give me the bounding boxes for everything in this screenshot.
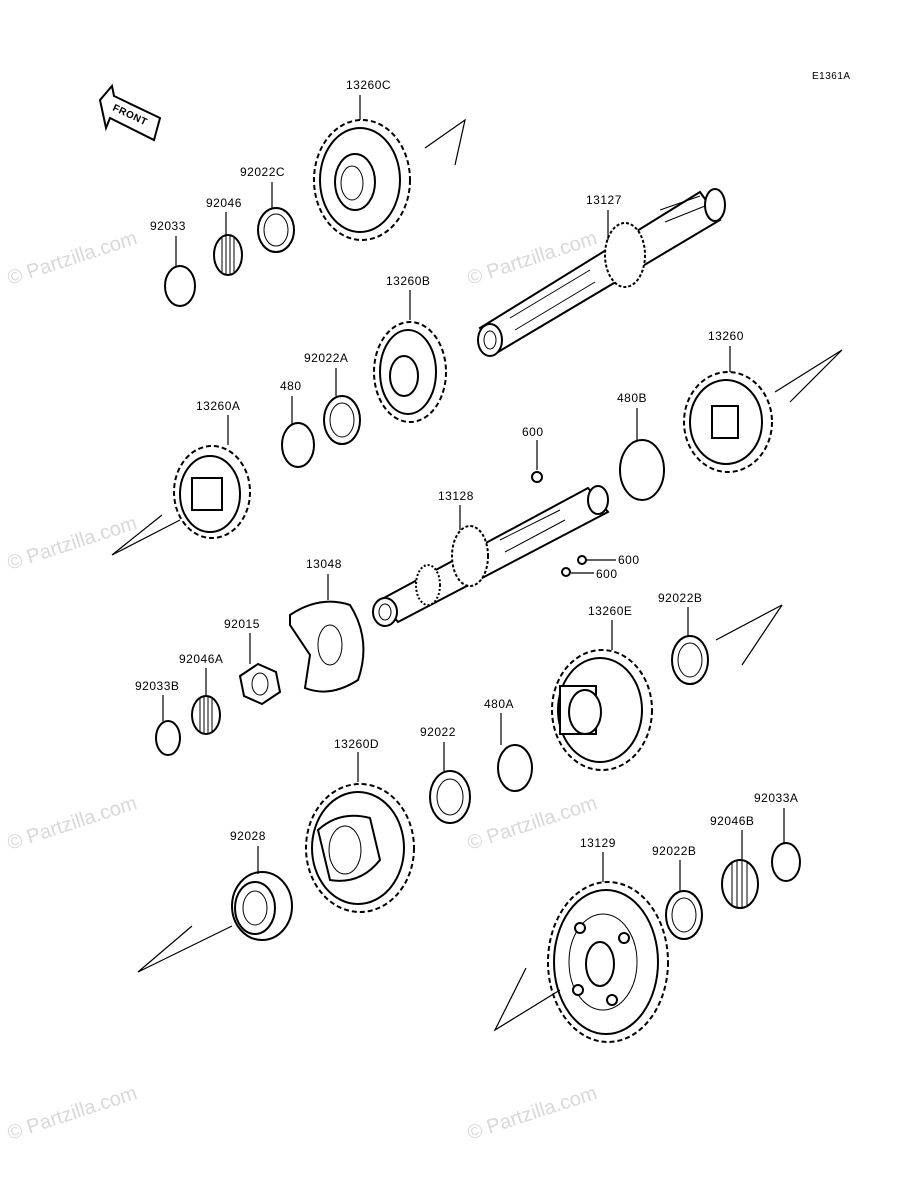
gear-13260d[interactable] [305,783,415,913]
part-label-92028: 92028 [230,829,266,843]
part-label-480: 480 [280,379,302,393]
part-label-13128: 13128 [438,489,474,503]
part-label-92022: 92022 [420,725,456,739]
part-label-13260e: 13260E [588,604,632,618]
washer-92022a[interactable] [323,395,361,445]
watermark-group: © Partzilla.com © Partzilla.com © Partzi… [5,227,600,1145]
shaft-13128[interactable] [372,485,610,627]
part-label-480a: 480A [484,697,514,711]
part-label-600c: 600 [596,567,618,581]
part-label-600a: 600 [522,425,544,439]
part-label-92046a: 92046A [179,652,223,666]
part-label-13260c: 13260C [346,78,391,92]
part-label-92015: 92015 [224,617,260,631]
part-label-92022b: 92022B [658,591,702,605]
shaft-13127[interactable] [477,188,726,357]
part-label-13129: 13129 [580,836,616,850]
watermark: © Partzilla.com [5,227,140,290]
circlip-92033[interactable] [164,265,196,307]
part-label-92022c: 92022C [240,165,285,179]
bearing-92046a[interactable] [191,695,221,735]
part-label-13127: 13127 [586,193,622,207]
bearing-92046b[interactable] [721,859,759,909]
part-label-92033: 92033 [150,219,186,233]
washer-92022b-lower[interactable] [665,890,703,940]
gear-13260e[interactable] [551,649,653,771]
part-label-92033b: 92033B [135,679,179,693]
part-label-92046b: 92046B [710,814,754,828]
watermark: © Partzilla.com [5,512,140,575]
gear-13260a[interactable] [173,445,251,539]
part-label-92046: 92046 [206,196,242,210]
part-label-13260a: 13260A [196,399,240,413]
part-label-480b: 480B [617,391,647,405]
diagram-code: E1361A [812,71,851,82]
part-label-13048: 13048 [306,557,342,571]
part-label-92022a: 92022A [304,351,348,365]
watermark: © Partzilla.com [465,1082,600,1145]
circlip-92033b[interactable] [155,720,181,756]
watermark: © Partzilla.com [5,792,140,855]
bearing-92046[interactable] [213,234,243,276]
part-label-600b: 600 [618,553,640,567]
circlip-92033a[interactable] [771,842,801,882]
sleeve-13048[interactable] [289,600,365,693]
circlip-480b[interactable] [619,439,665,501]
part-label-13260d: 13260D [334,737,379,751]
watermark: © Partzilla.com [5,1082,140,1145]
washer-92022c[interactable] [257,207,295,253]
front-arrow-icon: FRONT [98,83,162,142]
gear-13260c[interactable] [313,119,411,241]
gear-13260[interactable] [683,371,773,473]
circlip-480[interactable] [281,422,315,468]
ball-600[interactable] [531,471,543,483]
nut-92015[interactable] [238,662,282,706]
gear-13129[interactable] [547,881,669,1043]
gear-13260b[interactable] [373,321,447,423]
ball-600[interactable] [561,555,587,577]
part-label-92033a: 92033A [754,791,798,805]
washer-92022[interactable] [429,770,471,824]
part-label-13260: 13260 [708,329,744,343]
circlip-480a[interactable] [497,744,533,792]
part-label-13260b: 13260B [386,274,430,288]
part-label-92022b-lower: 92022B [652,844,696,858]
collar-92028[interactable] [231,871,293,941]
washer-92022b[interactable] [671,635,709,685]
